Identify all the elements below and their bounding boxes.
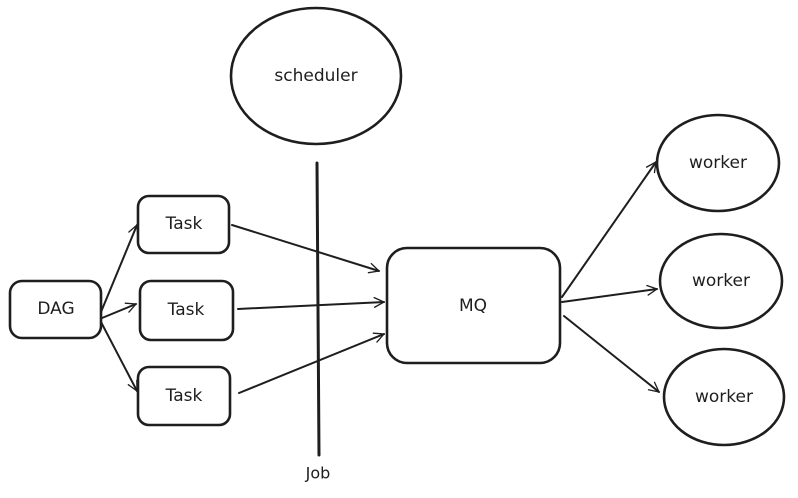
task-1-label: Task xyxy=(165,214,203,234)
worker-node-3: worker xyxy=(662,347,786,447)
dag-node: DAG xyxy=(8,279,103,340)
task-node-2: Task xyxy=(138,279,235,342)
edge-task-3-to-mq xyxy=(238,332,385,394)
edge-group xyxy=(100,161,660,394)
worker-node-2: worker xyxy=(658,232,784,330)
task-3-label: Task xyxy=(165,386,203,406)
edge-dag-to-task-3 xyxy=(100,321,138,392)
mq-label: MQ xyxy=(459,296,487,316)
edge-mq-to-worker-1 xyxy=(561,161,657,298)
task-node-3: Task xyxy=(136,365,232,427)
worker-1-label: worker xyxy=(689,153,747,173)
scheduler-label: scheduler xyxy=(274,66,357,86)
dag-label: DAG xyxy=(37,299,74,319)
edge-mq-to-worker-3 xyxy=(563,315,660,393)
edge-mq-to-worker-2 xyxy=(561,284,658,303)
worker-2-label: worker xyxy=(692,271,750,291)
mq-node: MQ xyxy=(385,246,562,365)
worker-3-label: worker xyxy=(695,387,753,407)
task-2-label: Task xyxy=(167,300,205,320)
worker-node-1: worker xyxy=(655,113,781,213)
edge-dag-to-task-1 xyxy=(100,224,139,313)
task-node-1: Task xyxy=(136,194,231,255)
edge-task-2-to-mq xyxy=(237,297,385,310)
job-divider-label: Job xyxy=(305,464,331,483)
job-divider-line xyxy=(315,161,321,457)
edge-dag-to-task-2 xyxy=(101,302,137,319)
edge-task-1-to-mq xyxy=(231,224,380,274)
scheduler-node: scheduler xyxy=(229,6,403,146)
